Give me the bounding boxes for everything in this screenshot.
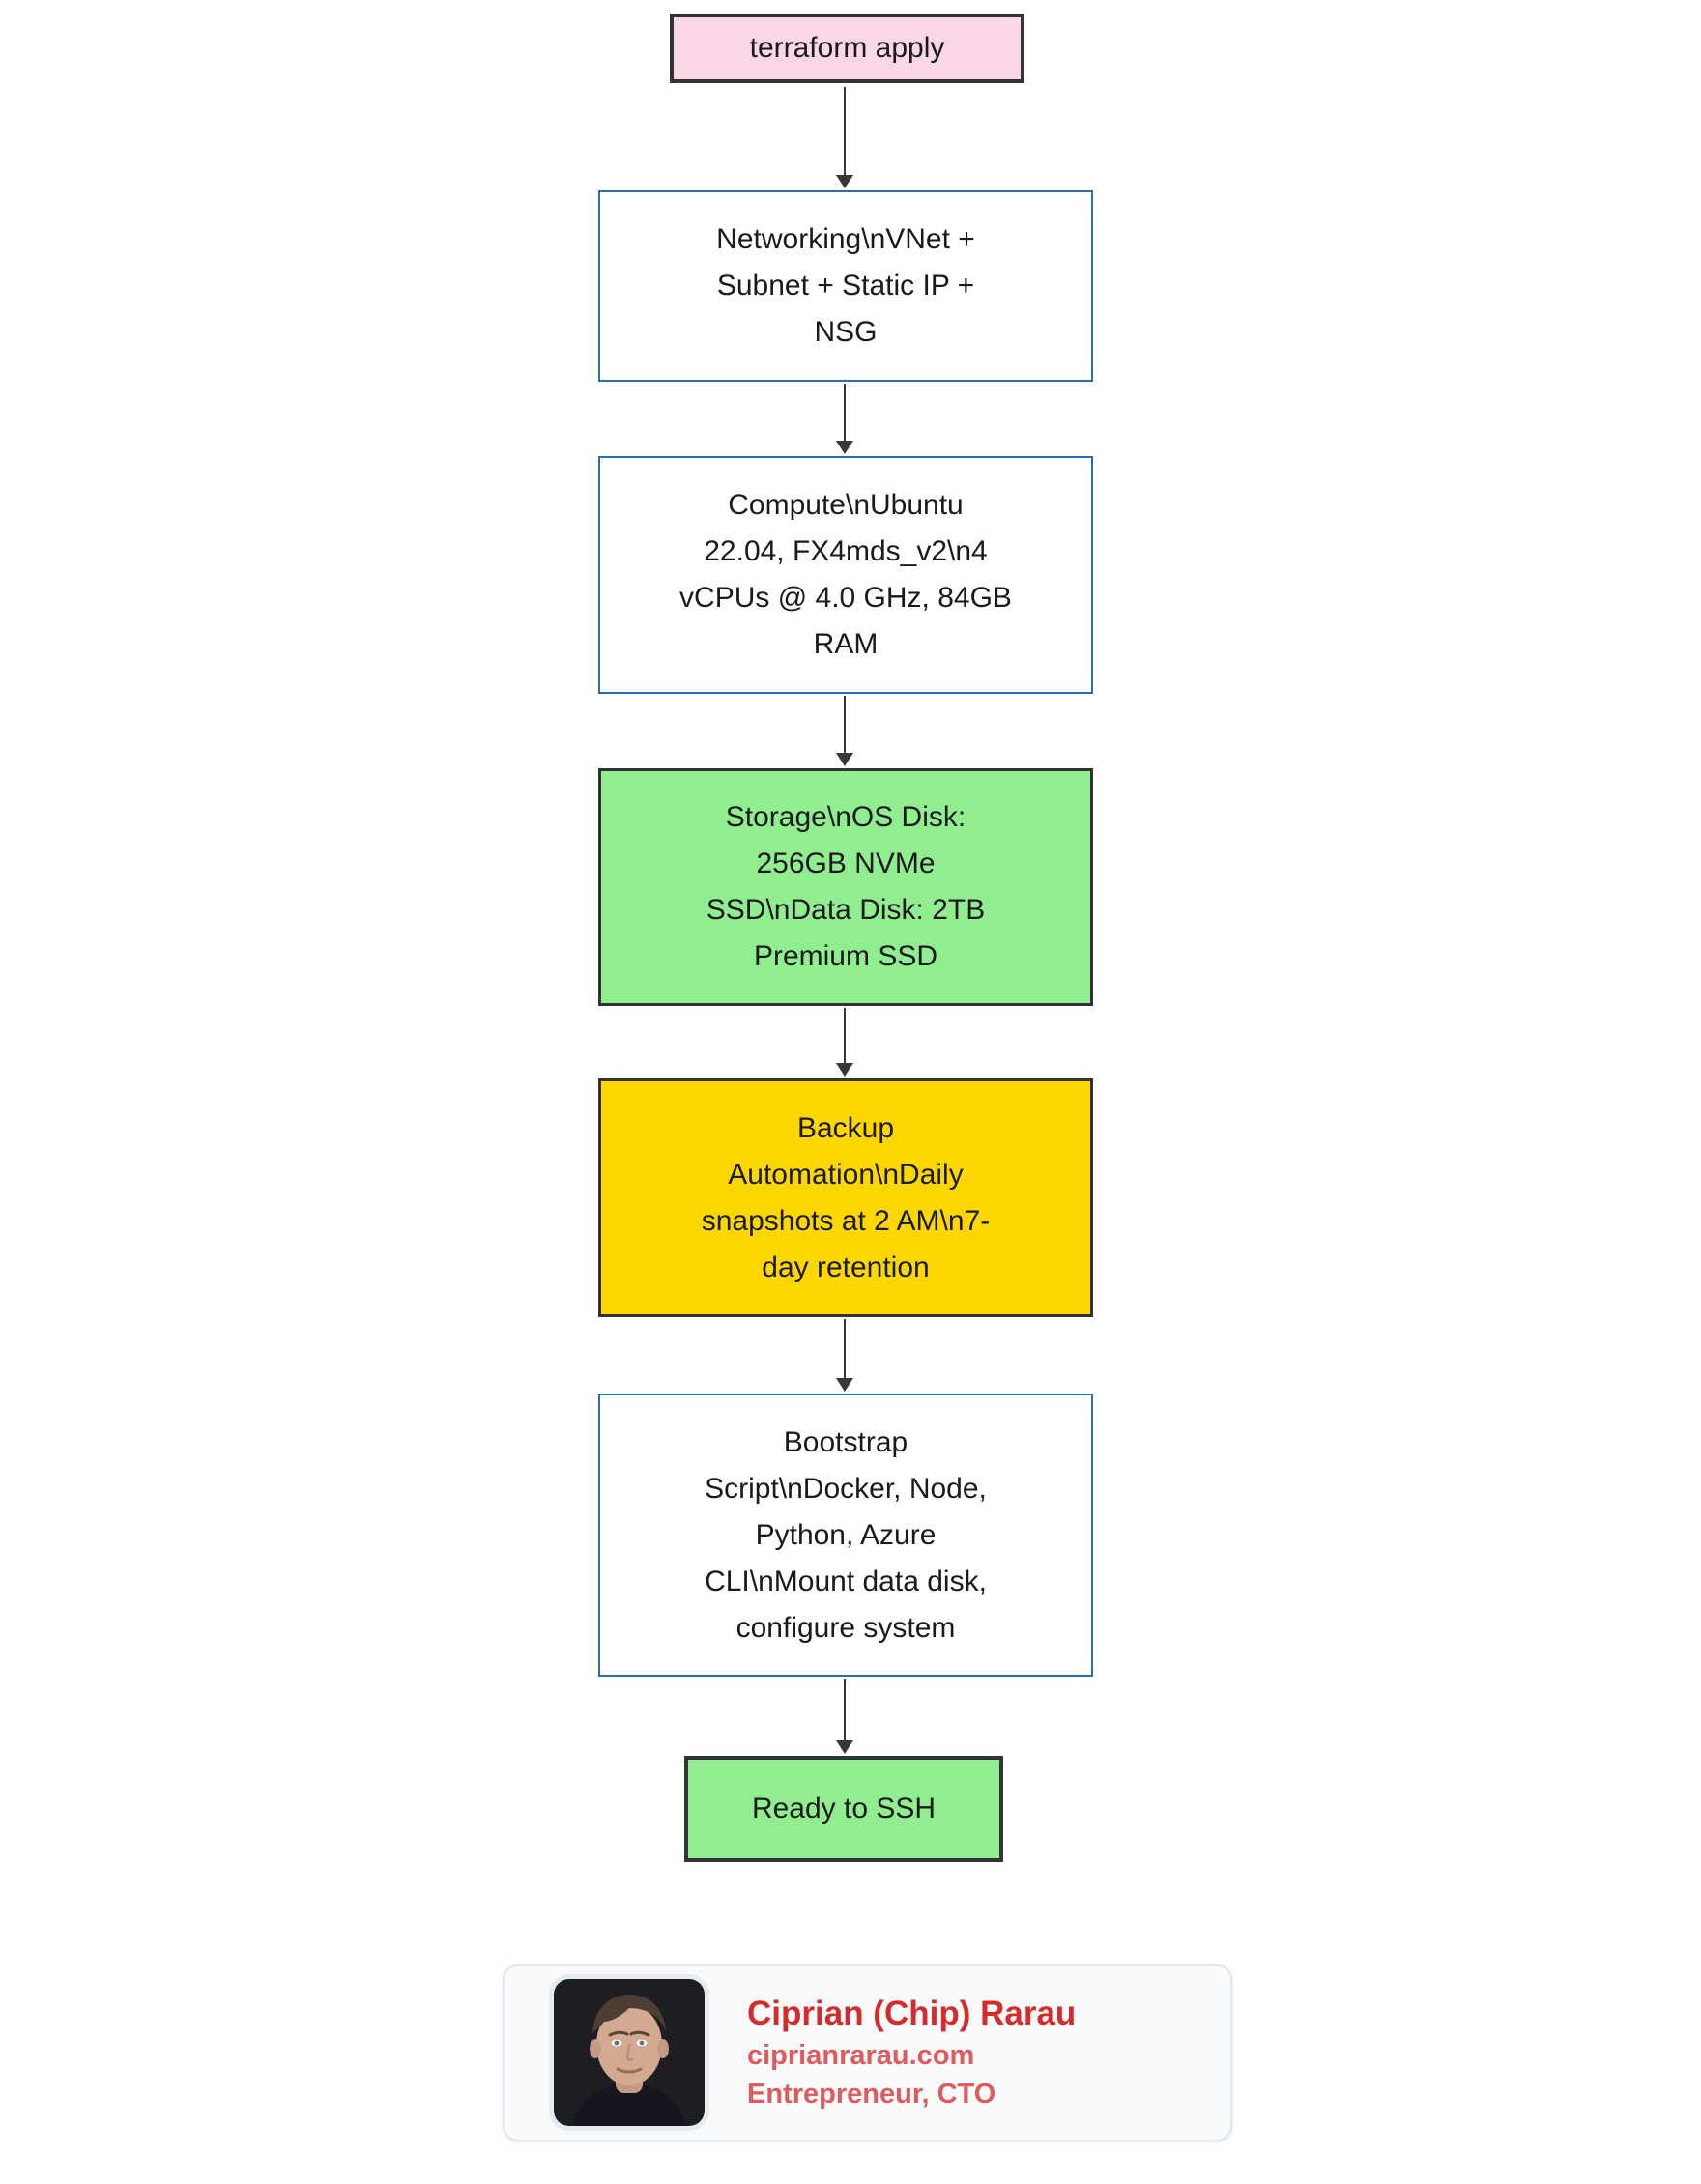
flow-node-terraform-apply: terraform apply	[670, 14, 1024, 83]
arrowhead-icon	[836, 175, 853, 188]
arrow-shaft	[844, 1008, 846, 1064]
arrow-shaft	[844, 1679, 846, 1741]
author-card: Ciprian (Chip) Rarau ciprianrarau.com En…	[503, 1964, 1232, 2141]
node-label-line: Subnet + Static IP +	[716, 270, 975, 302]
arrow-shaft	[844, 87, 846, 176]
flow-node-compute: Compute\nUbuntu 22.04, FX4mds_v2\n4 vCPU…	[598, 456, 1093, 694]
arrow-down	[836, 87, 853, 188]
arrow-down	[836, 1008, 853, 1077]
arrowhead-icon	[836, 1063, 853, 1077]
arrowhead-icon	[836, 1378, 853, 1392]
node-label-line: vCPUs @ 4.0 GHz, 84GB	[679, 582, 1012, 614]
arrow-down	[836, 1679, 853, 1754]
arrow-shaft	[844, 696, 846, 754]
node-label-line: day retention	[762, 1250, 930, 1283]
arrowhead-icon	[836, 1740, 853, 1754]
flow-node-storage: Storage\nOS Disk: 256GB NVMe SSD\nData D…	[598, 768, 1093, 1006]
flow-node-ready-to-ssh: Ready to SSH	[684, 1756, 1003, 1862]
node-label-line: Networking\nVNet +	[716, 223, 975, 255]
node-label-line: snapshots at 2 AM\n7-	[701, 1204, 991, 1237]
node-label-line: Compute\nUbuntu	[728, 489, 964, 521]
node-label-line: terraform apply	[749, 32, 945, 64]
arrowhead-icon	[836, 753, 853, 766]
arrow-shaft	[844, 1319, 846, 1379]
node-label-line: 256GB NVMe	[756, 848, 936, 879]
flow-node-backup-automation: Backup Automation\nDaily snapshots at 2 …	[598, 1078, 1093, 1317]
flow-node-bootstrap-script: Bootstrap Script\nDocker, Node, Python, …	[598, 1394, 1093, 1677]
node-label-line: Bootstrap	[783, 1425, 908, 1458]
node-label-line: 22.04, FX4mds_v2\n4	[704, 535, 988, 567]
node-label-line: NSG	[814, 316, 878, 348]
arrowhead-icon	[836, 441, 853, 454]
arrow-shaft	[844, 384, 846, 442]
author-website: ciprianrarau.com	[747, 2040, 975, 2071]
node-label-line: Python, Azure	[755, 1518, 937, 1551]
node-label-line: RAM	[813, 628, 879, 660]
author-name: Ciprian (Chip) Rarau	[747, 1995, 1077, 2032]
node-label-line: SSD\nData Disk: 2TB	[706, 894, 986, 926]
node-label-line: Script\nDocker, Node,	[705, 1472, 987, 1505]
author-photo	[554, 1979, 705, 2126]
node-label-line: Premium SSD	[753, 940, 938, 972]
node-label-line: Ready to SSH	[751, 1793, 937, 1825]
node-label-line: Automation\nDaily	[728, 1158, 964, 1191]
node-label-line: configure system	[735, 1611, 956, 1644]
arrow-down	[836, 1319, 853, 1392]
portrait-image	[554, 1979, 705, 2126]
author-info: Ciprian (Chip) Rarau ciprianrarau.com En…	[747, 1992, 1076, 2113]
arrow-down	[836, 696, 853, 766]
author-title: Entrepreneur, CTO	[747, 2079, 996, 2110]
node-label-line: Backup	[796, 1111, 895, 1144]
node-label-line: Storage\nOS Disk:	[725, 801, 966, 833]
node-label-line: CLI\nMount data disk,	[705, 1565, 987, 1597]
flow-node-networking: Networking\nVNet + Subnet + Static IP + …	[598, 190, 1093, 382]
arrow-down	[836, 384, 853, 454]
